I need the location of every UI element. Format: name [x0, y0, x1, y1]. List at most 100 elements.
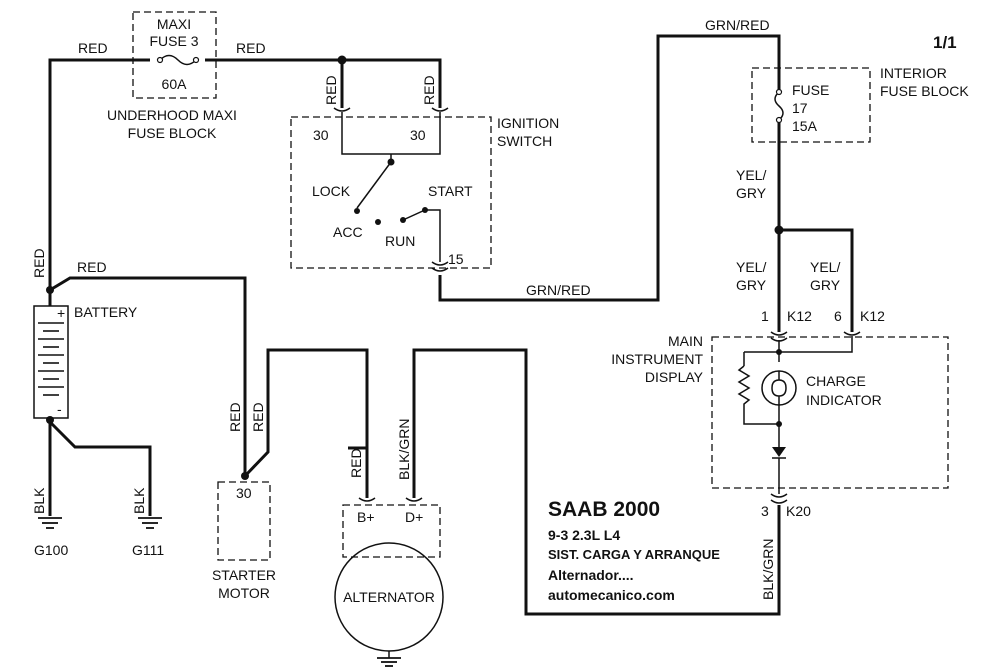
interior-fuse-block-label-2: FUSE BLOCK	[880, 83, 969, 99]
interior-fuse-block-label-1: INTERIOR	[880, 65, 947, 81]
starter-label-2: MOTOR	[218, 585, 270, 601]
wire-battery-to-maxi-fuse	[48, 58, 150, 306]
interior-fuse-block	[751, 67, 871, 143]
alternator-terminal-b: B+	[357, 509, 375, 525]
splice-dot	[337, 55, 347, 65]
ignition-switch-box	[290, 116, 492, 269]
battery-label: BATTERY	[74, 304, 138, 320]
fuse-contact	[775, 116, 783, 124]
instrument-label-3: DISPLAY	[645, 369, 704, 385]
battery-minus: -	[57, 401, 62, 417]
wire-label-gry: GRY	[736, 185, 767, 201]
ignition-pos-start: START	[428, 183, 473, 199]
ground-symbol-g100	[38, 517, 62, 529]
instrument-pin-3: 3	[761, 503, 769, 519]
ground-symbol-alternator	[377, 657, 401, 667]
connector-arrow	[770, 493, 788, 504]
connector-k12: K12	[787, 308, 812, 324]
wire-label-red: RED	[31, 248, 47, 278]
wire-battery-to-starter	[49, 276, 247, 476]
wire-label-blk: BLK	[131, 487, 147, 514]
maxi-fuse-block-label-1: UNDERHOOD MAXI	[107, 107, 237, 123]
wire-label-blk-grn: BLK/GRN	[760, 539, 776, 600]
charge-indicator-label-1: CHARGE	[806, 373, 866, 389]
resistor-symbol	[737, 365, 779, 425]
diode-symbol	[772, 447, 786, 457]
wire-label-red: RED	[236, 40, 266, 56]
wire-alternator-d-to-instrument	[412, 348, 781, 616]
interior-fuse-name: FUSE	[792, 82, 829, 98]
diode-bar	[772, 457, 786, 494]
ignition-pos-lock: LOCK	[312, 183, 351, 199]
wire-label-red: RED	[77, 259, 107, 275]
underhood-maxi-fuse-block	[132, 11, 217, 99]
ground-label-g111: G111	[132, 542, 164, 558]
page-number: 1/1	[933, 33, 957, 52]
battery-plus: +	[57, 305, 65, 321]
wire-label-yel: YEL/	[736, 167, 766, 183]
ground-label-g100: G100	[34, 542, 68, 558]
wire-label-red: RED	[421, 75, 437, 105]
wire-label-grn-red: GRN/RED	[526, 282, 591, 298]
switch-bridge	[402, 209, 441, 262]
maxi-fuse-name-1: MAXI	[157, 16, 191, 32]
instrument-label-1: MAIN	[668, 333, 703, 349]
connector-k12: K12	[860, 308, 885, 324]
connector-arrow	[358, 497, 423, 502]
wire-splice-to-pin6	[779, 228, 854, 332]
caption-model: 9-3 2.3L L4	[548, 527, 620, 543]
interior-fuse-rating: 15A	[792, 118, 818, 134]
fuse-contact	[775, 88, 783, 96]
ignition-switch-label-1: IGNITION	[497, 115, 559, 131]
wire-battery-to-g111	[48, 420, 152, 516]
wire-label-gry: GRY	[810, 277, 841, 293]
maxi-fuse-name-2: FUSE 3	[149, 33, 198, 49]
fuse-contact	[156, 56, 164, 64]
ignition-switch-label-2: SWITCH	[497, 133, 552, 149]
caption-part: Alternador....	[548, 567, 634, 583]
instrument-internal-wire	[743, 340, 780, 366]
instrument-pin-6: 6	[834, 308, 842, 324]
starter-label-1: STARTER	[212, 567, 276, 583]
wire-label-red: RED	[78, 40, 108, 56]
wire-label-red: RED	[227, 402, 243, 432]
starter-motor-box	[217, 481, 271, 561]
connector-k20: K20	[786, 503, 811, 519]
fuse-symbol	[159, 54, 197, 66]
maxi-fuse-block-label-2: FUSE BLOCK	[128, 125, 217, 141]
alternator-terminal-box	[342, 504, 441, 558]
wire-label-grn-red: GRN/RED	[705, 17, 770, 33]
splice-dot	[776, 349, 782, 355]
wire-starter-to-battery-red	[243, 348, 369, 498]
ignition-terminal-15: 15	[448, 251, 464, 267]
charge-indicator-label-2: INDICATOR	[806, 392, 882, 408]
instrument-label-2: INSTRUMENT	[611, 351, 703, 367]
fuse-symbol	[774, 91, 784, 121]
switch-contact-acc	[375, 219, 381, 225]
ignition-terminal-30a: 30	[313, 127, 329, 143]
ignition-pos-run: RUN	[385, 233, 415, 249]
instrument-pin-1: 1	[761, 308, 769, 324]
starter-terminal-30: 30	[236, 485, 252, 501]
main-instrument-display-box	[711, 336, 949, 489]
wire-label-blk: BLK	[31, 487, 47, 514]
wire-label-red: RED	[348, 448, 364, 478]
wire-maxi-fuse-to-ignition	[205, 58, 442, 108]
maxi-fuse-rating: 60A	[162, 76, 188, 92]
fuse-contact	[192, 56, 200, 64]
battery-cells	[38, 322, 64, 396]
connector-arrow	[333, 107, 449, 155]
connector-arrow	[770, 331, 861, 353]
caption-site: automecanico.com	[548, 587, 675, 603]
alternator-terminal-d: D+	[405, 509, 423, 525]
switch-lever	[356, 161, 392, 209]
ground-symbol-g111	[138, 517, 162, 529]
battery-body	[33, 305, 69, 419]
wire-ignition-15-to-fuse	[438, 34, 781, 302]
alternator-label: ALTERNATOR	[343, 589, 435, 605]
wire-label-red: RED	[323, 75, 339, 105]
ignition-pos-acc: ACC	[333, 224, 363, 240]
switch-contact-lock	[354, 208, 360, 214]
ignition-terminal-30b: 30	[410, 127, 426, 143]
